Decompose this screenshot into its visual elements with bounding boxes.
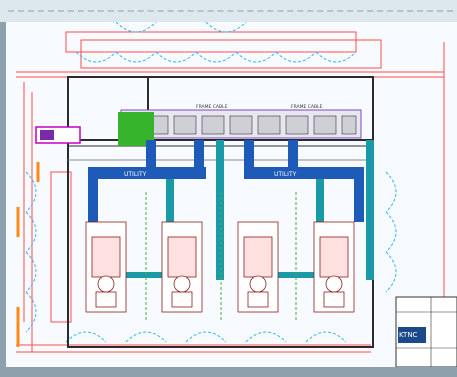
blue-duct-network	[88, 140, 364, 222]
header-right-label: FRAME CABLE	[291, 104, 323, 110]
logo-text: KTNC	[399, 331, 418, 339]
header-left-label: FRAME CABLE	[196, 104, 228, 110]
magenta-swatch	[40, 130, 54, 140]
corridor-left-label: UTILITY	[124, 171, 147, 178]
dashed-guide-line	[8, 10, 453, 16]
corridor-right-label: UTILITY	[274, 171, 297, 178]
door-swing-icon	[25, 22, 397, 343]
cad-drawing-svg: UTILITY UTILITY FRAME CABLE FRAME CABLE	[16, 22, 457, 367]
drawing-sheet: UTILITY UTILITY FRAME CABLE FRAME CABLE	[6, 22, 457, 367]
engine-unit-icon	[85, 221, 127, 313]
orange-wiring	[16, 162, 40, 347]
engine-unit-icon	[313, 221, 355, 313]
control-panel-row	[120, 109, 362, 139]
engine-unit-icon	[161, 221, 203, 313]
title-block-icon	[395, 296, 457, 367]
top-strip	[0, 0, 457, 22]
red-layout-lines	[16, 31, 445, 367]
engine-unit-icon	[237, 221, 279, 313]
dimension-dashed-lines	[145, 192, 297, 322]
